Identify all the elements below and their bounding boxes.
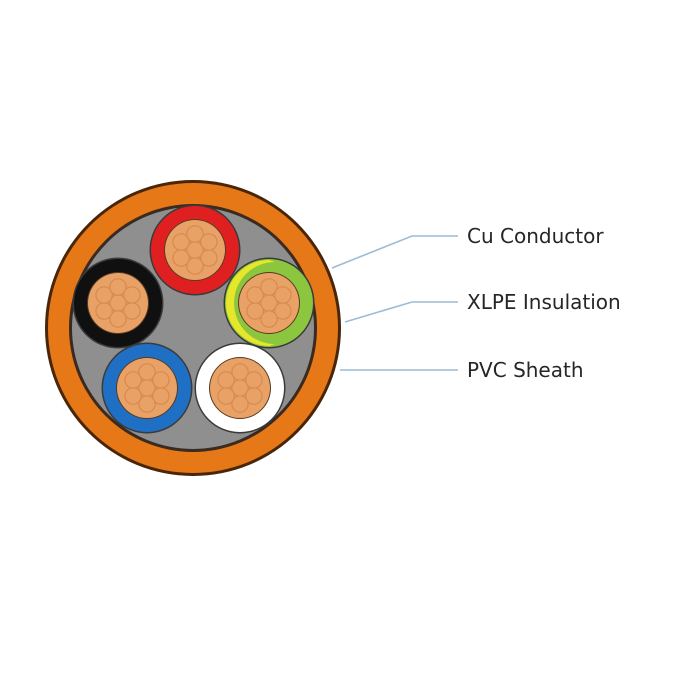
core-red: [149, 204, 241, 296]
conductor-strand: [217, 387, 235, 405]
conductor-strand: [138, 395, 156, 413]
conductor-leader-line: [331, 235, 458, 269]
conductor-strand: [138, 363, 156, 381]
conductor-strand: [274, 286, 292, 304]
conductor-label: Cu Conductor: [467, 224, 604, 248]
conductor-strand: [260, 278, 278, 296]
conductor-strand: [109, 278, 127, 296]
core-blue: [101, 342, 193, 434]
conductor-strand: [109, 310, 127, 328]
conductor-strand: [260, 310, 278, 328]
conductor-strand: [123, 286, 141, 304]
sheath-label: PVC Sheath: [467, 358, 584, 382]
core-white: [194, 342, 286, 434]
conductor-strand: [217, 371, 235, 389]
insulation-leader-line: [344, 301, 458, 323]
conductor-strand: [124, 371, 142, 389]
conductor-strand: [200, 233, 218, 251]
conductor-strand: [231, 395, 249, 413]
core-black: [72, 257, 164, 349]
insulation-label: XLPE Insulation: [467, 290, 621, 314]
conductor-strand: [231, 363, 249, 381]
core-green-yellow: [223, 257, 315, 349]
conductor-strand: [186, 257, 204, 275]
conductor-strand: [172, 249, 190, 267]
conductor-strand: [152, 371, 170, 389]
conductor-strand: [246, 302, 264, 320]
conductor-strand: [245, 371, 263, 389]
conductor-strand: [186, 225, 204, 243]
conductor-strand: [246, 286, 264, 304]
conductor-strand: [172, 233, 190, 251]
conductor-strand: [95, 302, 113, 320]
conductor-strand: [95, 286, 113, 304]
insulation-stripe: [226, 260, 275, 346]
conductor-strand: [124, 387, 142, 405]
